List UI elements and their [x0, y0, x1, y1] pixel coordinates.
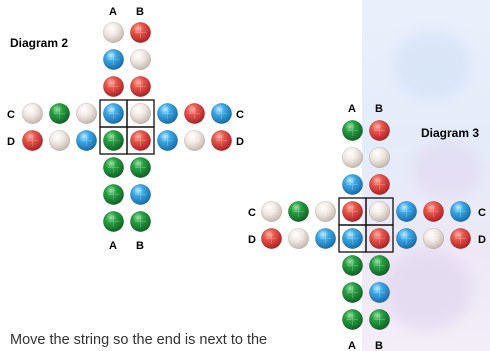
diagram-3: Diagram 3 A B A B C C D D — [248, 103, 486, 351]
red-bead — [130, 21, 152, 43]
blue-bead — [395, 201, 417, 223]
blue-bead — [395, 228, 417, 250]
red-bead — [368, 174, 390, 196]
red-bead — [211, 130, 233, 152]
blue-bead — [157, 103, 179, 125]
red-bead — [341, 201, 363, 223]
diagram-3-beads — [260, 120, 471, 330]
white-bead — [314, 201, 336, 223]
white-bead — [130, 48, 152, 70]
green-bead — [48, 103, 70, 125]
diagram-2-bottom-label-a: A — [109, 240, 117, 252]
green-bead — [103, 130, 125, 152]
blue-bead — [76, 130, 98, 152]
diagram-3-row-label-d-left: D — [248, 234, 256, 246]
diagram-2-row-label-c-right: C — [236, 109, 244, 121]
blue-bead — [211, 103, 233, 125]
green-bead — [368, 308, 390, 330]
diagram-3-center-box — [365, 224, 394, 253]
background-blob — [382, 250, 472, 330]
green-bead — [341, 308, 363, 330]
red-bead — [103, 76, 125, 98]
green-bead — [287, 201, 309, 223]
green-bead — [103, 184, 125, 206]
diagram-2-row-label-d-right: D — [236, 136, 244, 148]
blue-bead — [449, 201, 471, 223]
white-bead — [287, 228, 309, 250]
blue-bead — [103, 103, 125, 125]
red-bead — [368, 120, 390, 142]
green-bead — [341, 120, 363, 142]
red-bead — [130, 130, 152, 152]
blue-bead — [341, 174, 363, 196]
diagram-3-bottom-label-b: B — [375, 340, 383, 351]
red-bead — [449, 228, 471, 250]
white-bead — [48, 130, 70, 152]
diagram-3-row-label-c-left: C — [248, 207, 256, 219]
green-bead — [341, 255, 363, 277]
red-bead — [368, 228, 390, 250]
diagram-3-row-label-d-right: D — [478, 234, 486, 246]
diagram-3-title: Diagram 3 — [421, 126, 479, 140]
white-bead — [184, 130, 206, 152]
white-bead — [341, 147, 363, 169]
white-bead — [368, 201, 390, 223]
white-bead — [76, 103, 98, 125]
diagram-3-row-label-c-right: C — [478, 207, 486, 219]
blue-bead — [157, 130, 179, 152]
white-bead — [422, 228, 444, 250]
diagram-2-title: Diagram 2 — [10, 36, 68, 50]
background-blob — [392, 30, 472, 100]
diagram-2-row-label-d-left: D — [7, 136, 15, 148]
white-bead — [103, 21, 125, 43]
white-bead — [260, 201, 282, 223]
white-bead — [21, 103, 43, 125]
white-bead — [368, 147, 390, 169]
diagram-2: Diagram 2 A B A B C C D D — [7, 6, 244, 252]
green-bead — [130, 211, 152, 233]
background-blob — [412, 140, 482, 200]
diagram-2-row-label-c-left: C — [7, 109, 15, 121]
green-bead — [103, 157, 125, 179]
green-bead — [341, 281, 363, 303]
red-bead — [21, 130, 43, 152]
green-bead — [368, 255, 390, 277]
caption-text: Move the string so the end is next to th… — [10, 332, 268, 348]
red-bead — [184, 103, 206, 125]
blue-bead — [341, 228, 363, 250]
diagram-2-beads — [21, 21, 233, 233]
diagram-2-center-box — [126, 126, 155, 155]
blue-bead — [314, 228, 336, 250]
green-bead — [130, 157, 152, 179]
diagram-2-bottom-label-b: B — [136, 240, 144, 252]
blue-bead — [368, 281, 390, 303]
diagram-2-top-label-b: B — [136, 6, 144, 18]
red-bead — [130, 76, 152, 98]
red-bead — [422, 201, 444, 223]
diagram-2-top-label-a: A — [109, 6, 117, 18]
white-bead — [130, 103, 152, 125]
green-bead — [103, 211, 125, 233]
diagram-3-bottom-label-a: A — [348, 340, 356, 351]
blue-bead — [103, 48, 125, 70]
diagram-3-top-label-a: A — [348, 103, 356, 115]
blue-bead — [130, 184, 152, 206]
red-bead — [260, 228, 282, 250]
diagram-3-top-label-b: B — [375, 103, 383, 115]
